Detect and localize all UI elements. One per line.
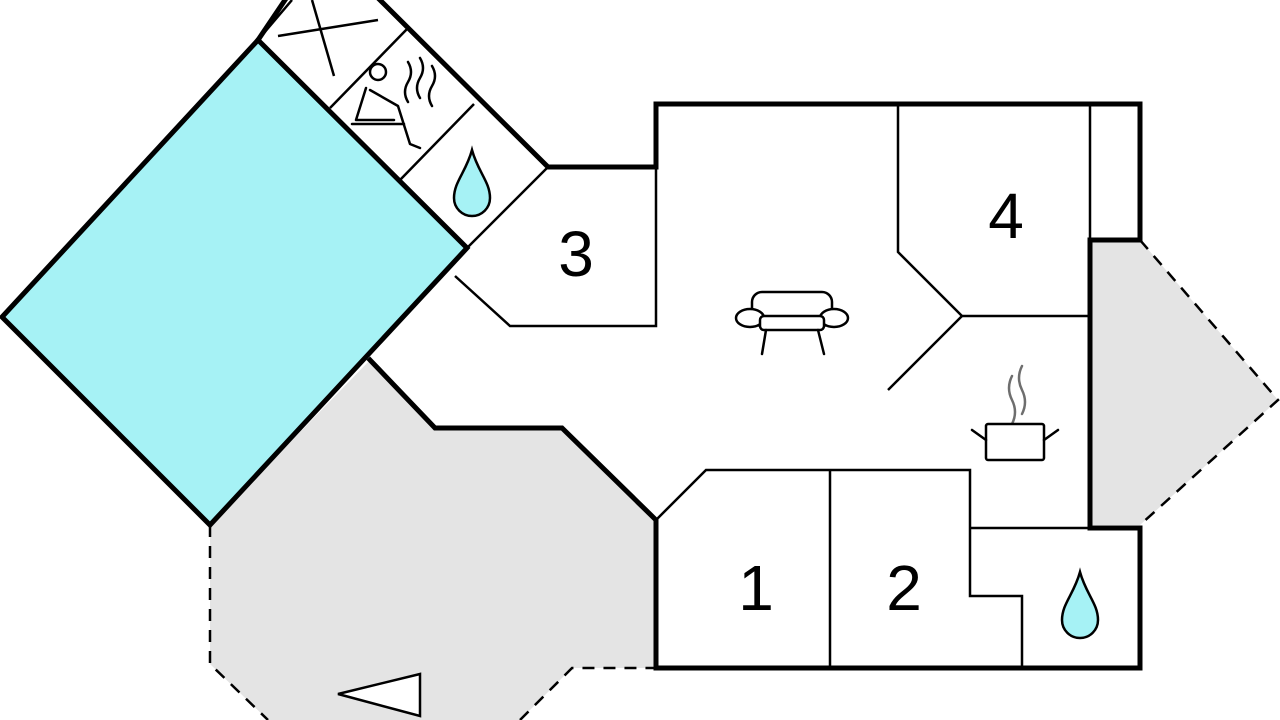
wall-room-4	[896, 104, 1090, 318]
terrace-south-west	[210, 360, 656, 720]
water-drop-icon-upper	[452, 145, 492, 218]
wall-annex-divider-2	[329, 27, 409, 109]
water-drop-icon-lower	[1060, 567, 1100, 640]
terrace-south-west-outline	[208, 525, 269, 720]
wall-annex-divider-3	[399, 103, 475, 181]
room-3-label: 3	[558, 218, 594, 290]
wall-annex-to-room3	[466, 166, 549, 249]
wall-room-3	[454, 167, 658, 328]
triangle-arrow-icon	[337, 672, 422, 718]
room-2-label: 2	[886, 552, 922, 624]
cross-icon	[277, 0, 379, 77]
room-4-label: 4	[988, 180, 1024, 252]
wall-room-1-2-top	[655, 468, 1024, 668]
room-1-label: 1	[738, 552, 774, 624]
terrace-east-outline	[1139, 239, 1280, 526]
terrace-south-west-outline-bottom	[519, 666, 656, 720]
sofa-icon	[734, 290, 850, 356]
sauna-icon	[350, 56, 437, 150]
wall-annex-inner-edge	[257, 39, 468, 249]
cooking-pot-icon	[970, 364, 1060, 462]
terrace-east	[1090, 240, 1278, 525]
wall-kitchen-diagonal	[887, 315, 963, 391]
wall-annex-divider-1	[257, 0, 293, 41]
